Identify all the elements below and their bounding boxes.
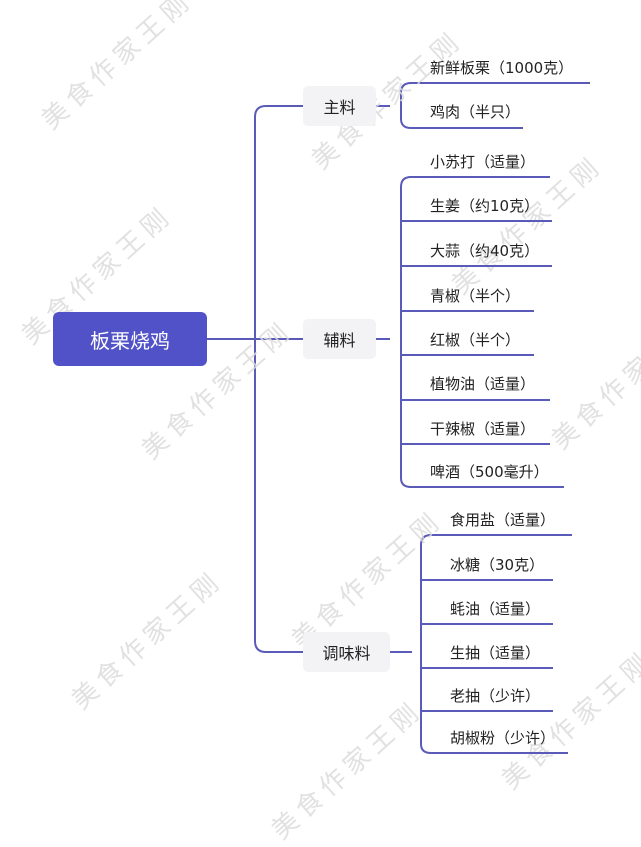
leaf-item[interactable]: 植物油（适量） — [430, 375, 536, 393]
leaf-item[interactable]: 生抽（适量） — [450, 644, 541, 662]
leaf-item[interactable]: 新鲜板栗（1000克） — [430, 59, 574, 77]
leaf-underline — [420, 486, 564, 488]
leaf-underline — [440, 710, 553, 712]
connector-lines — [207, 82, 440, 754]
leaf-underline — [440, 579, 553, 581]
leaf-underline — [420, 265, 552, 267]
leaf-underline — [420, 399, 550, 401]
leaf-underline — [440, 534, 572, 536]
root-node[interactable]: 板栗烧鸡 — [53, 312, 207, 366]
leaf-underline — [420, 220, 552, 222]
leaf-item[interactable]: 青椒（半个） — [430, 287, 521, 305]
leaf-item[interactable]: 老抽（少许） — [450, 687, 541, 705]
leaf-underline — [420, 82, 590, 84]
leaf-underline — [420, 443, 550, 445]
leaf-item[interactable]: 食用盐（适量） — [450, 511, 556, 529]
leaf-item[interactable]: 大蒜（约40克） — [430, 242, 540, 260]
leaf-underline — [440, 667, 553, 669]
leaf-item[interactable]: 蚝油（适量） — [450, 600, 541, 618]
leaf-underline — [440, 623, 553, 625]
leaf-underline — [420, 127, 523, 129]
leaf-underline — [440, 752, 568, 754]
leaf-item[interactable]: 生姜（约10克） — [430, 197, 540, 215]
leaf-underline — [420, 310, 534, 312]
branch-auxiliary-ingredients[interactable]: 辅料 — [303, 319, 376, 359]
leaf-underline — [420, 354, 534, 356]
branch-seasonings[interactable]: 调味料 — [303, 632, 390, 672]
leaf-item[interactable]: 鸡肉（半只） — [430, 103, 521, 121]
leaf-item[interactable]: 红椒（半个） — [430, 331, 521, 349]
leaf-item[interactable]: 干辣椒（适量） — [430, 420, 536, 438]
leaf-item[interactable]: 小苏打（适量） — [430, 153, 536, 171]
leaf-item[interactable]: 胡椒粉（少许） — [450, 729, 556, 747]
leaf-underline — [420, 176, 550, 178]
leaf-item[interactable]: 啤酒（500毫升） — [430, 463, 549, 481]
branch-main-ingredients[interactable]: 主料 — [303, 86, 376, 126]
leaf-item[interactable]: 冰糖（30克） — [450, 556, 545, 574]
